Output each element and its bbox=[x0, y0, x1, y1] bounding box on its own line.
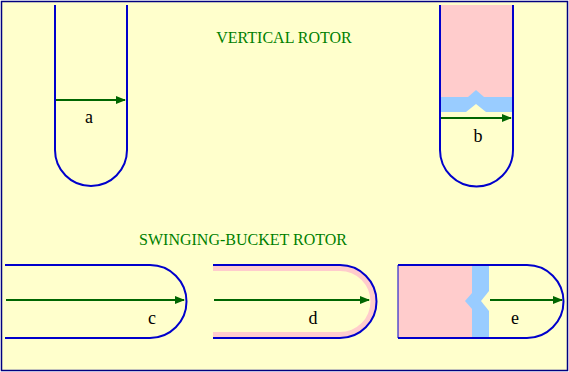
callout-letter: e bbox=[511, 309, 519, 327]
radius-arrow bbox=[441, 117, 511, 119]
pellet bbox=[472, 266, 489, 337]
callout-letter: c bbox=[148, 309, 156, 327]
callout-letter: a bbox=[85, 108, 93, 126]
tube-outline bbox=[398, 265, 564, 338]
radius-arrow bbox=[56, 99, 125, 101]
pellet-notch bbox=[466, 104, 486, 112]
callout-letter: d bbox=[309, 309, 318, 327]
radius-arrow bbox=[214, 299, 369, 301]
pellet-notch bbox=[481, 291, 489, 311]
supernatant bbox=[398, 266, 472, 337]
tube-outline bbox=[213, 265, 377, 338]
callout-letter: b bbox=[474, 127, 483, 145]
wall-layer bbox=[213, 265, 377, 338]
pellet bbox=[441, 97, 512, 112]
pellet bbox=[465, 293, 472, 309]
tube-outline bbox=[5, 265, 187, 338]
section-heading: VERTICAL ROTOR bbox=[216, 30, 351, 46]
tube-outline bbox=[440, 5, 513, 187]
tube-opening bbox=[398, 265, 399, 338]
section-heading: SWINGING-BUCKET ROTOR bbox=[139, 232, 347, 248]
radius-arrow bbox=[490, 299, 562, 301]
tube-outline bbox=[55, 5, 127, 186]
radius-arrow bbox=[6, 299, 184, 301]
pellet bbox=[468, 90, 484, 97]
supernatant bbox=[441, 5, 512, 97]
